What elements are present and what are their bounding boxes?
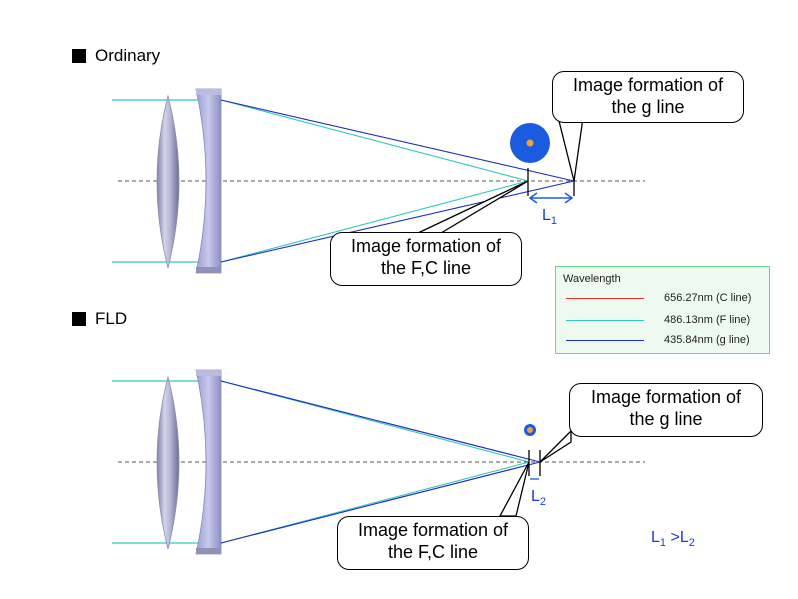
legend-swatch bbox=[566, 339, 644, 341]
g-ray-top bbox=[220, 99, 575, 182]
f-ray-bottom bbox=[220, 180, 529, 263]
wavelength-legend: Wavelength 656.27nm (C line) 486.13nm (F… bbox=[555, 266, 770, 354]
callout-fc-line-ordinary: Image formation of the F,C line bbox=[330, 232, 522, 286]
legend-item-g-line: 435.84nm (g line) bbox=[566, 334, 750, 346]
callout-g-pointer bbox=[539, 429, 572, 463]
legend-title: Wavelength bbox=[563, 273, 621, 285]
meniscus-lens bbox=[195, 369, 222, 555]
section-title-fld: FLD bbox=[72, 309, 127, 329]
square-bullet-icon bbox=[72, 312, 86, 326]
callout-fc-pointer bbox=[415, 180, 529, 237]
callout-g-line-ordinary: Image formation of the g line bbox=[552, 71, 744, 123]
blur-spot-core bbox=[526, 139, 534, 147]
g-ray-top bbox=[220, 380, 541, 463]
distance-label-l2: L2 bbox=[531, 488, 547, 509]
legend-swatch bbox=[566, 319, 644, 321]
callout-g-pointer bbox=[556, 112, 584, 182]
ordinary-diagram bbox=[112, 88, 645, 274]
meniscus-lens-rim-top bbox=[196, 370, 221, 376]
g-ray-bottom bbox=[220, 461, 541, 544]
callout-fc-pointer bbox=[498, 461, 530, 517]
comparison-l1-gt-l2: L1 >L2 bbox=[651, 529, 695, 550]
fld-diagram bbox=[112, 369, 645, 555]
distance-label-l1: L1 bbox=[542, 207, 558, 228]
convex-lens bbox=[156, 375, 180, 550]
legend-item-f-line: 486.13nm (F line) bbox=[566, 314, 750, 326]
callout-g-line-fld: Image formation of the g line bbox=[569, 383, 763, 437]
g-ray-bottom bbox=[220, 180, 575, 263]
callout-fc-line-fld: Image formation of the F,C line bbox=[337, 516, 529, 570]
legend-swatch bbox=[566, 297, 644, 299]
blur-spot-core bbox=[527, 427, 533, 433]
meniscus-lens-rim-top bbox=[196, 89, 221, 95]
square-bullet-icon bbox=[72, 49, 86, 63]
meniscus-lens-rim-bottom bbox=[196, 548, 221, 554]
legend-item-c-line: 656.27nm (C line) bbox=[566, 292, 751, 304]
section-title-ordinary: Ordinary bbox=[72, 46, 160, 66]
meniscus-lens bbox=[195, 88, 222, 274]
meniscus-lens-rim-bottom bbox=[196, 267, 221, 273]
convex-lens bbox=[156, 94, 180, 269]
f-ray-top bbox=[220, 99, 529, 182]
